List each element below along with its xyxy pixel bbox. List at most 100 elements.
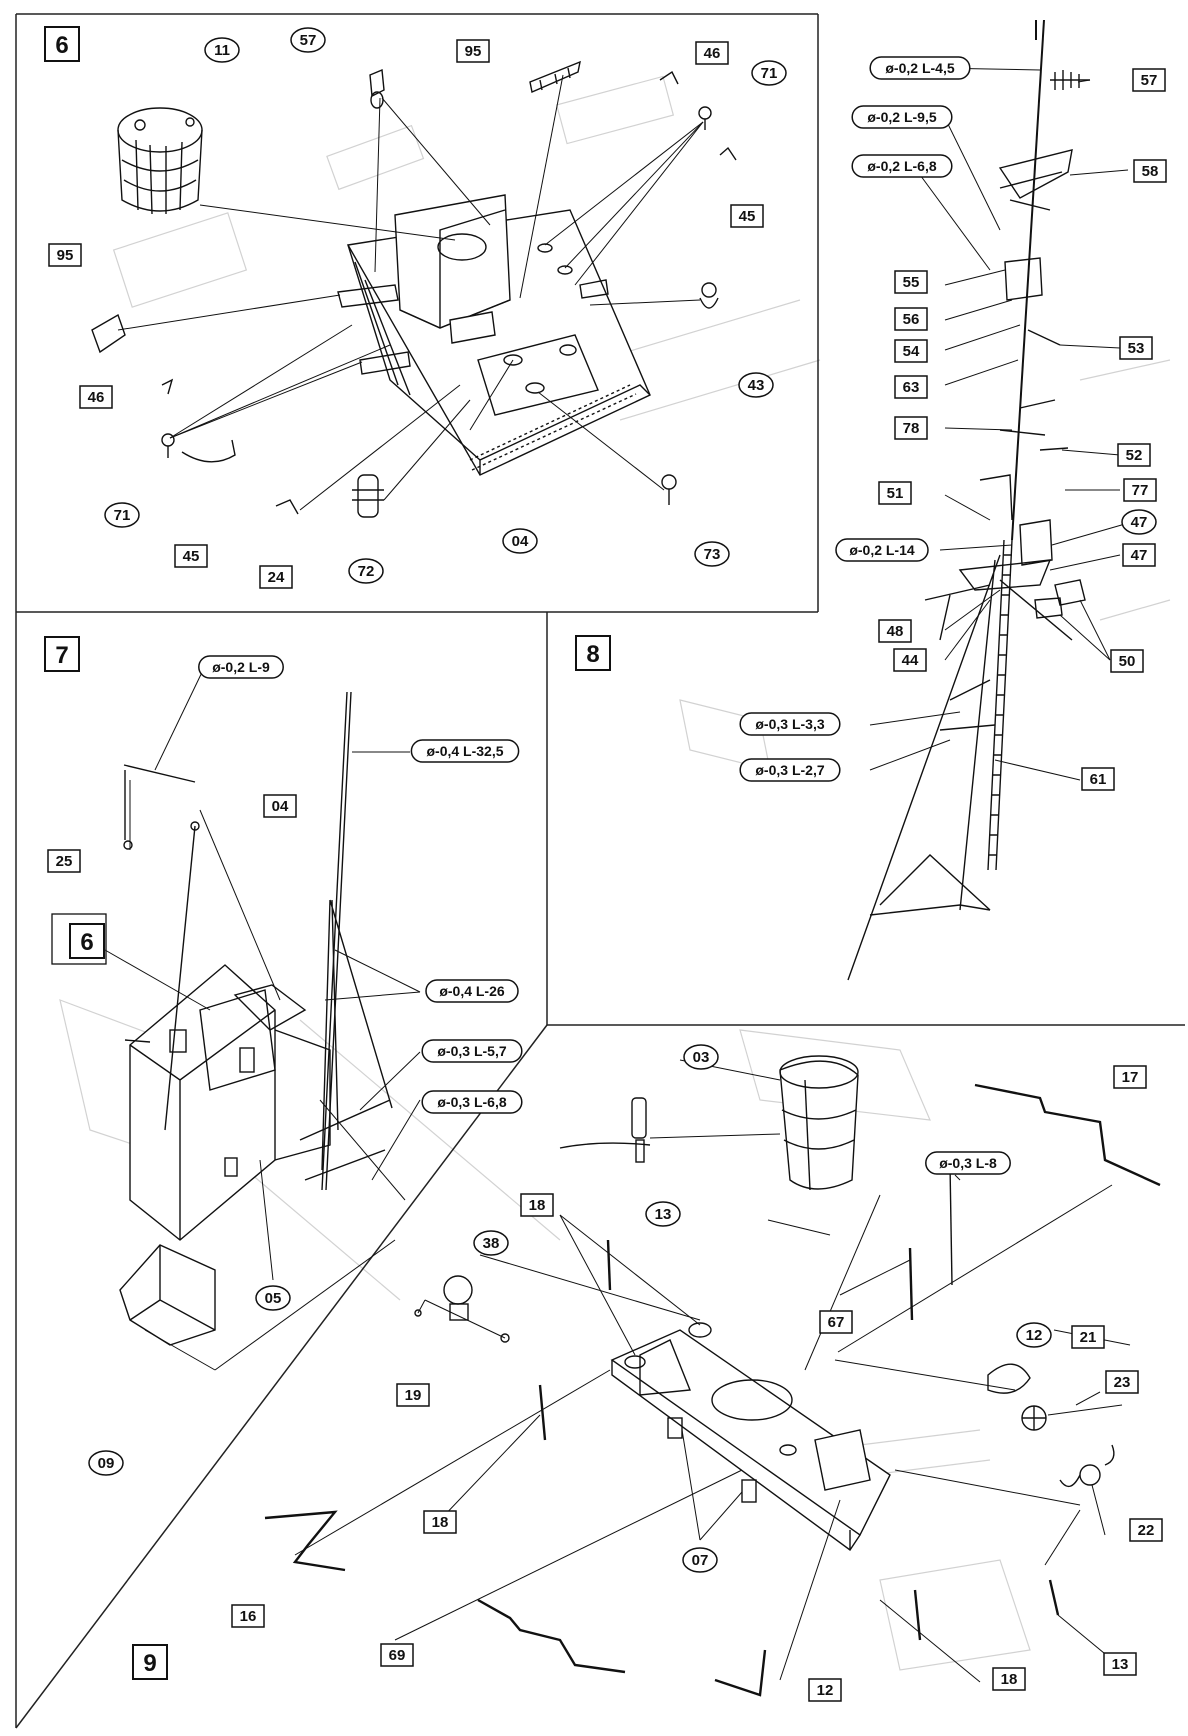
part-callout-43: 43	[738, 372, 774, 398]
part-callout-72: 72	[348, 558, 384, 584]
part-callout-69: 69	[380, 1643, 414, 1667]
part-callout-12: 12	[808, 1678, 842, 1702]
part-callout-24: 24	[259, 565, 293, 589]
part-callout-22: 22	[1129, 1518, 1163, 1542]
part-number: 95	[465, 43, 482, 60]
part-callout-45: 45	[174, 544, 208, 568]
part-number: 38	[483, 1235, 500, 1252]
part-number: 04	[272, 798, 289, 815]
part-11-cage	[117, 107, 203, 215]
part-number: 47	[1131, 547, 1148, 564]
dimension-callout: ø-0,4 L-26	[425, 979, 519, 1003]
part-callout-18: 18	[992, 1667, 1026, 1691]
part-number: 95	[57, 247, 74, 264]
part-number: 22	[1138, 1522, 1155, 1539]
part-callout-95: 95	[456, 39, 490, 63]
part-callout-18: 18	[520, 1193, 554, 1217]
part-callout-09: 09	[88, 1450, 124, 1476]
dimension-callout: ø-0,3 L-5,7	[421, 1039, 523, 1063]
dimension-callout: ø-0,3 L-3,3	[739, 712, 841, 736]
part-number: 18	[1001, 1671, 1018, 1688]
part-number: 46	[704, 45, 721, 62]
part-number: 56	[903, 311, 920, 328]
part-number: 63	[903, 379, 920, 396]
part-number: 25	[56, 853, 73, 870]
step-6-deck	[337, 194, 651, 476]
part-number: 71	[114, 507, 131, 524]
step-number-6: 6	[44, 26, 80, 62]
dimension-text: ø-0,2 L-4,5	[885, 60, 954, 76]
part-callout-71: 71	[104, 502, 140, 528]
part-number: 23	[1114, 1374, 1131, 1391]
part-callout-11: 11	[204, 37, 240, 63]
part-number: 48	[887, 623, 904, 640]
step-number-9: 9	[132, 1644, 168, 1680]
part-callout-19: 19	[396, 1383, 430, 1407]
dimension-callout: ø-0,2 L-9	[198, 655, 284, 679]
part-callout-03: 03	[683, 1044, 719, 1070]
dimension-text: ø-0,2 L-9	[212, 659, 270, 675]
part-number: 78	[903, 420, 920, 437]
part-callout-16: 16	[231, 1604, 265, 1628]
part-number: 04	[512, 533, 529, 550]
part-callout-05: 05	[255, 1285, 291, 1311]
part-callout-71: 71	[751, 60, 787, 86]
part-callout-50: 50	[1110, 649, 1144, 673]
dimension-text: ø-0,2 L-6,8	[867, 158, 936, 174]
step-6-drawing	[91, 60, 737, 518]
part-number: 77	[1132, 482, 1149, 499]
part-number: 44	[902, 652, 919, 669]
part-callout-56: 56	[894, 307, 928, 331]
part-number: 67	[828, 1314, 845, 1331]
part-callout-44: 44	[893, 648, 927, 672]
dimension-callout: ø-0,2 L-14	[835, 538, 929, 562]
dimension-callout: ø-0,3 L-2,7	[739, 758, 841, 782]
part-callout-45: 45	[730, 204, 764, 228]
part-number: 51	[887, 485, 904, 502]
part-callout-51: 51	[878, 481, 912, 505]
step-number-label: 9	[143, 1650, 156, 1677]
part-number: 57	[300, 32, 317, 49]
dimension-text: ø-0,4 L-26	[439, 983, 505, 999]
part-callout-12: 12	[1016, 1322, 1052, 1348]
part-number: 55	[903, 274, 920, 291]
dimension-callout: ø-0,2 L-4,5	[869, 56, 971, 80]
step-reference-label: 6	[80, 929, 93, 956]
part-callout-63: 63	[894, 375, 928, 399]
dimension-text: ø-0,2 L-14	[849, 542, 915, 558]
part-number: 18	[529, 1197, 546, 1214]
part-callout-46: 46	[695, 41, 729, 65]
dimension-callout: ø-0,3 L-6,8	[421, 1090, 523, 1114]
part-callout-13: 13	[1103, 1652, 1137, 1676]
step-7-drawing	[104, 665, 421, 1371]
part-callout-23: 23	[1105, 1370, 1139, 1394]
part-callout-04: 04	[502, 528, 538, 554]
dimension-text: ø-0,3 L-3,3	[755, 716, 824, 732]
part-callout-21: 21	[1071, 1325, 1105, 1349]
dimension-callouts: ø-0,2 L-4,5 ø-0,2 L-9,5 ø-0,2 L-6,8 ø-0,2 L…	[198, 56, 1011, 1175]
part-callout-07: 07	[682, 1547, 718, 1573]
part-number: 03	[693, 1049, 710, 1066]
part-callout-18: 18	[423, 1510, 457, 1534]
part-number: 11	[214, 42, 230, 59]
part-number: 09	[98, 1455, 115, 1472]
part-callout-61: 61	[1081, 767, 1115, 791]
part-number: 61	[1090, 771, 1107, 788]
part-number: 54	[903, 343, 920, 360]
part-number: 12	[1026, 1327, 1043, 1344]
part-callout-53: 53	[1119, 336, 1153, 360]
part-callout-47: 47	[1121, 509, 1157, 535]
part-callout-47: 47	[1122, 543, 1156, 567]
part-number: 21	[1080, 1329, 1097, 1346]
part-callout-46: 46	[79, 385, 113, 409]
part-number: 17	[1122, 1069, 1139, 1086]
part-number: 19	[405, 1387, 422, 1404]
dimension-callout: ø-0,2 L-9,5	[851, 105, 953, 129]
part-callout-13: 13	[645, 1201, 681, 1227]
part-number: 18	[432, 1514, 449, 1531]
part-number: 24	[268, 569, 285, 586]
